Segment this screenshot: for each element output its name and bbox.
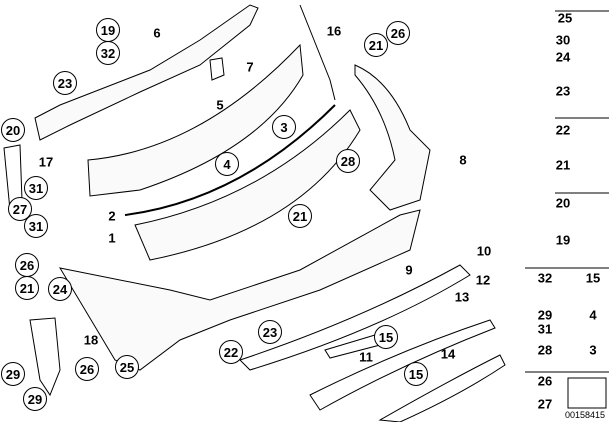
callout-16: 16 <box>326 23 342 39</box>
side-part-15: 15 <box>585 270 601 286</box>
side-part-21: 21 <box>555 157 571 173</box>
side-part-23: 23 <box>555 83 571 99</box>
side-part-4: 4 <box>589 307 597 323</box>
callout-1: 1 <box>108 230 116 246</box>
side-part-22: 22 <box>555 122 571 138</box>
callout-20: 20 <box>1 118 25 142</box>
footer-code: 00158415 <box>564 410 605 420</box>
callout-4: 4 <box>215 152 239 176</box>
callout-19: 19 <box>96 18 120 42</box>
trim-5 <box>87 43 304 197</box>
callout-2: 2 <box>108 208 116 224</box>
callout-3: 3 <box>272 115 296 139</box>
callout-24: 24 <box>48 277 72 301</box>
side-part-27: 27 <box>537 396 553 412</box>
bumper-panel <box>134 109 361 261</box>
bumper-cover-1 <box>58 209 421 371</box>
callout-29: 29 <box>23 387 47 411</box>
right-column-dividers <box>525 10 609 409</box>
callout-21: 21 <box>364 33 388 57</box>
side-part-25: 25 <box>557 10 573 26</box>
callout-32: 32 <box>96 41 120 65</box>
callout-6: 6 <box>153 25 161 41</box>
callout-31: 31 <box>24 176 48 200</box>
side-part-28: 28 <box>537 342 553 358</box>
callout-12: 12 <box>475 272 491 288</box>
callout-9: 9 <box>405 262 413 278</box>
callout-22: 22 <box>219 340 243 364</box>
callout-23: 23 <box>53 71 77 95</box>
callout-21: 21 <box>288 204 312 228</box>
side-part-24: 24 <box>555 49 571 65</box>
side-part-3: 3 <box>589 342 597 358</box>
callout-25: 25 <box>115 355 139 379</box>
side-part-31: 31 <box>537 321 553 337</box>
callout-15: 15 <box>374 325 398 349</box>
side-part-29: 29 <box>537 307 553 323</box>
bumper-cover-8 <box>354 64 431 211</box>
bracket-7 <box>209 57 225 81</box>
side-part-20: 20 <box>555 195 571 211</box>
callout-26: 26 <box>15 253 39 277</box>
strip-14 <box>378 354 506 422</box>
callout-17: 17 <box>38 154 54 170</box>
callout-31: 31 <box>24 214 48 238</box>
bumper-bracket-6 <box>34 4 259 141</box>
callout-11: 11 <box>359 349 373 365</box>
callout-15: 15 <box>404 362 428 386</box>
callout-23: 23 <box>258 320 282 344</box>
bracket-18 <box>29 317 61 397</box>
side-part-26: 26 <box>537 373 553 389</box>
callout-29: 29 <box>1 362 25 386</box>
side-part-32: 32 <box>537 270 553 286</box>
strip-2 <box>124 104 336 216</box>
diffuser-10 <box>239 264 471 371</box>
callout-14: 14 <box>440 346 456 362</box>
callout-13: 13 <box>454 289 470 305</box>
side-part-30: 30 <box>555 32 571 48</box>
callout-5: 5 <box>216 97 224 113</box>
rod-16 <box>299 4 336 101</box>
callout-21: 21 <box>15 276 39 300</box>
callout-28: 28 <box>336 149 360 173</box>
callout-10: 10 <box>476 243 492 259</box>
callout-26: 26 <box>75 357 99 381</box>
strip-15 <box>309 319 496 411</box>
callout-8: 8 <box>459 152 467 168</box>
callout-7: 7 <box>246 59 254 75</box>
callout-26: 26 <box>386 21 410 45</box>
side-part-19: 19 <box>555 232 571 248</box>
callout-18: 18 <box>83 332 99 348</box>
